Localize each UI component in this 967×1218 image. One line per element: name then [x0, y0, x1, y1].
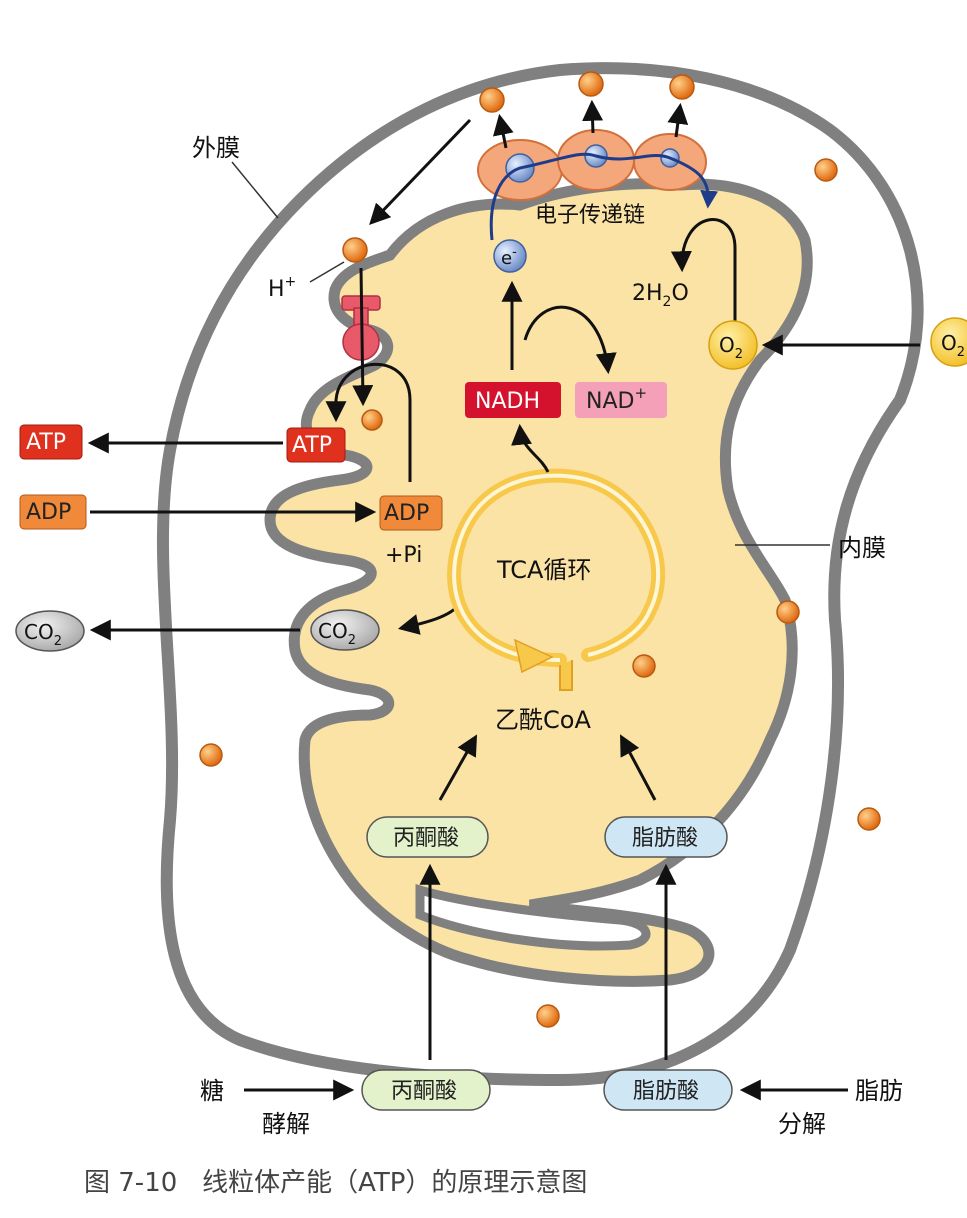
nadh-label: NADH	[475, 389, 540, 414]
nadh-box	[465, 382, 561, 418]
pyruvate-inner-label: 丙酮酸	[393, 826, 459, 851]
adp-inner-box	[379, 495, 443, 531]
fatty-acid-inner-label: 脂肪酸	[632, 826, 698, 851]
adp-outer-label: ADP	[26, 500, 71, 525]
pyruvate-to-acetyl-arrow	[438, 734, 478, 801]
inner-membrane	[264, 178, 813, 987]
tca-label: TCA循环	[496, 556, 591, 584]
pyruvate-inner-pill	[366, 816, 489, 858]
electron-icon	[493, 239, 527, 273]
atp-inner-label: ATP	[292, 433, 332, 458]
adp-outer-box	[19, 494, 87, 530]
inner-membrane-label: 内膜	[838, 534, 886, 562]
co2-outer-label: CO2	[24, 620, 62, 649]
adp-inner-label: ADP	[384, 501, 429, 526]
crista-fold	[415, 883, 651, 951]
protons	[199, 71, 881, 1028]
outer-membrane-label: 外膜	[192, 134, 240, 162]
figure-caption: 图 7-10 线粒体产能（ATP）的原理示意图	[84, 1168, 588, 1198]
fatty-acid-inner-pill	[604, 816, 728, 858]
pyruvate-outer-label: 丙酮酸	[391, 1079, 457, 1104]
proton-label-line	[309, 261, 345, 283]
o2-inner-label: O2	[719, 333, 743, 362]
adp-to-atp-arrow	[325, 362, 412, 482]
nad-label: NAD+	[586, 384, 647, 414]
outer-membrane-pointer	[231, 161, 279, 219]
pyruvate-outer-pill	[361, 1069, 491, 1111]
nadh-to-nad-arrow	[523, 305, 617, 375]
proton-pump-arrows	[369, 99, 689, 226]
co2-outer-oval	[15, 610, 85, 652]
mitochondria-diagram: H+ 外膜 内膜 电子传递链 e- NADH NAD+ 2H2O O2 O2 A…	[15, 62, 967, 1138]
o2-outer-label: O2	[941, 331, 965, 360]
glycolysis-label: 酵解	[262, 1110, 310, 1138]
acetyl-coa-label: 乙酰CoA	[495, 706, 591, 734]
electron-label: e-	[501, 245, 517, 269]
co2-inner-label: CO2	[318, 619, 356, 648]
tca-cycle-entry	[559, 660, 573, 691]
etc-complexes	[477, 129, 719, 241]
sugar-label: 糖	[200, 1077, 224, 1105]
breakdown-label: 分解	[778, 1110, 826, 1138]
fat-label: 脂肪	[855, 1077, 903, 1105]
fatty-acid-outer-pill	[603, 1069, 733, 1111]
co2-inner-oval	[310, 609, 380, 651]
etc-label: 电子传递链	[535, 203, 645, 228]
atp-outer-box	[19, 424, 83, 460]
water-label: 2H2O	[632, 281, 689, 310]
tca-to-nadh-arrow	[511, 423, 550, 473]
proton-label: H+	[268, 274, 296, 302]
proton-return-arrow	[352, 267, 374, 407]
fatty-to-acetyl-arrow	[620, 734, 657, 801]
tca-cycle-ring-highlight	[452, 473, 661, 662]
atp-inner-box	[286, 427, 346, 463]
o2-outer-circle	[930, 317, 967, 367]
tca-cycle-arrowhead	[513, 638, 554, 674]
fatty-acid-outer-label: 脂肪酸	[633, 1079, 699, 1104]
pi-label: +Pi	[385, 543, 422, 568]
nad-box	[575, 382, 667, 418]
o2-inner-circle	[708, 320, 758, 370]
oxygen-to-water-arrow	[670, 218, 737, 322]
atp-outer-label: ATP	[26, 430, 66, 455]
